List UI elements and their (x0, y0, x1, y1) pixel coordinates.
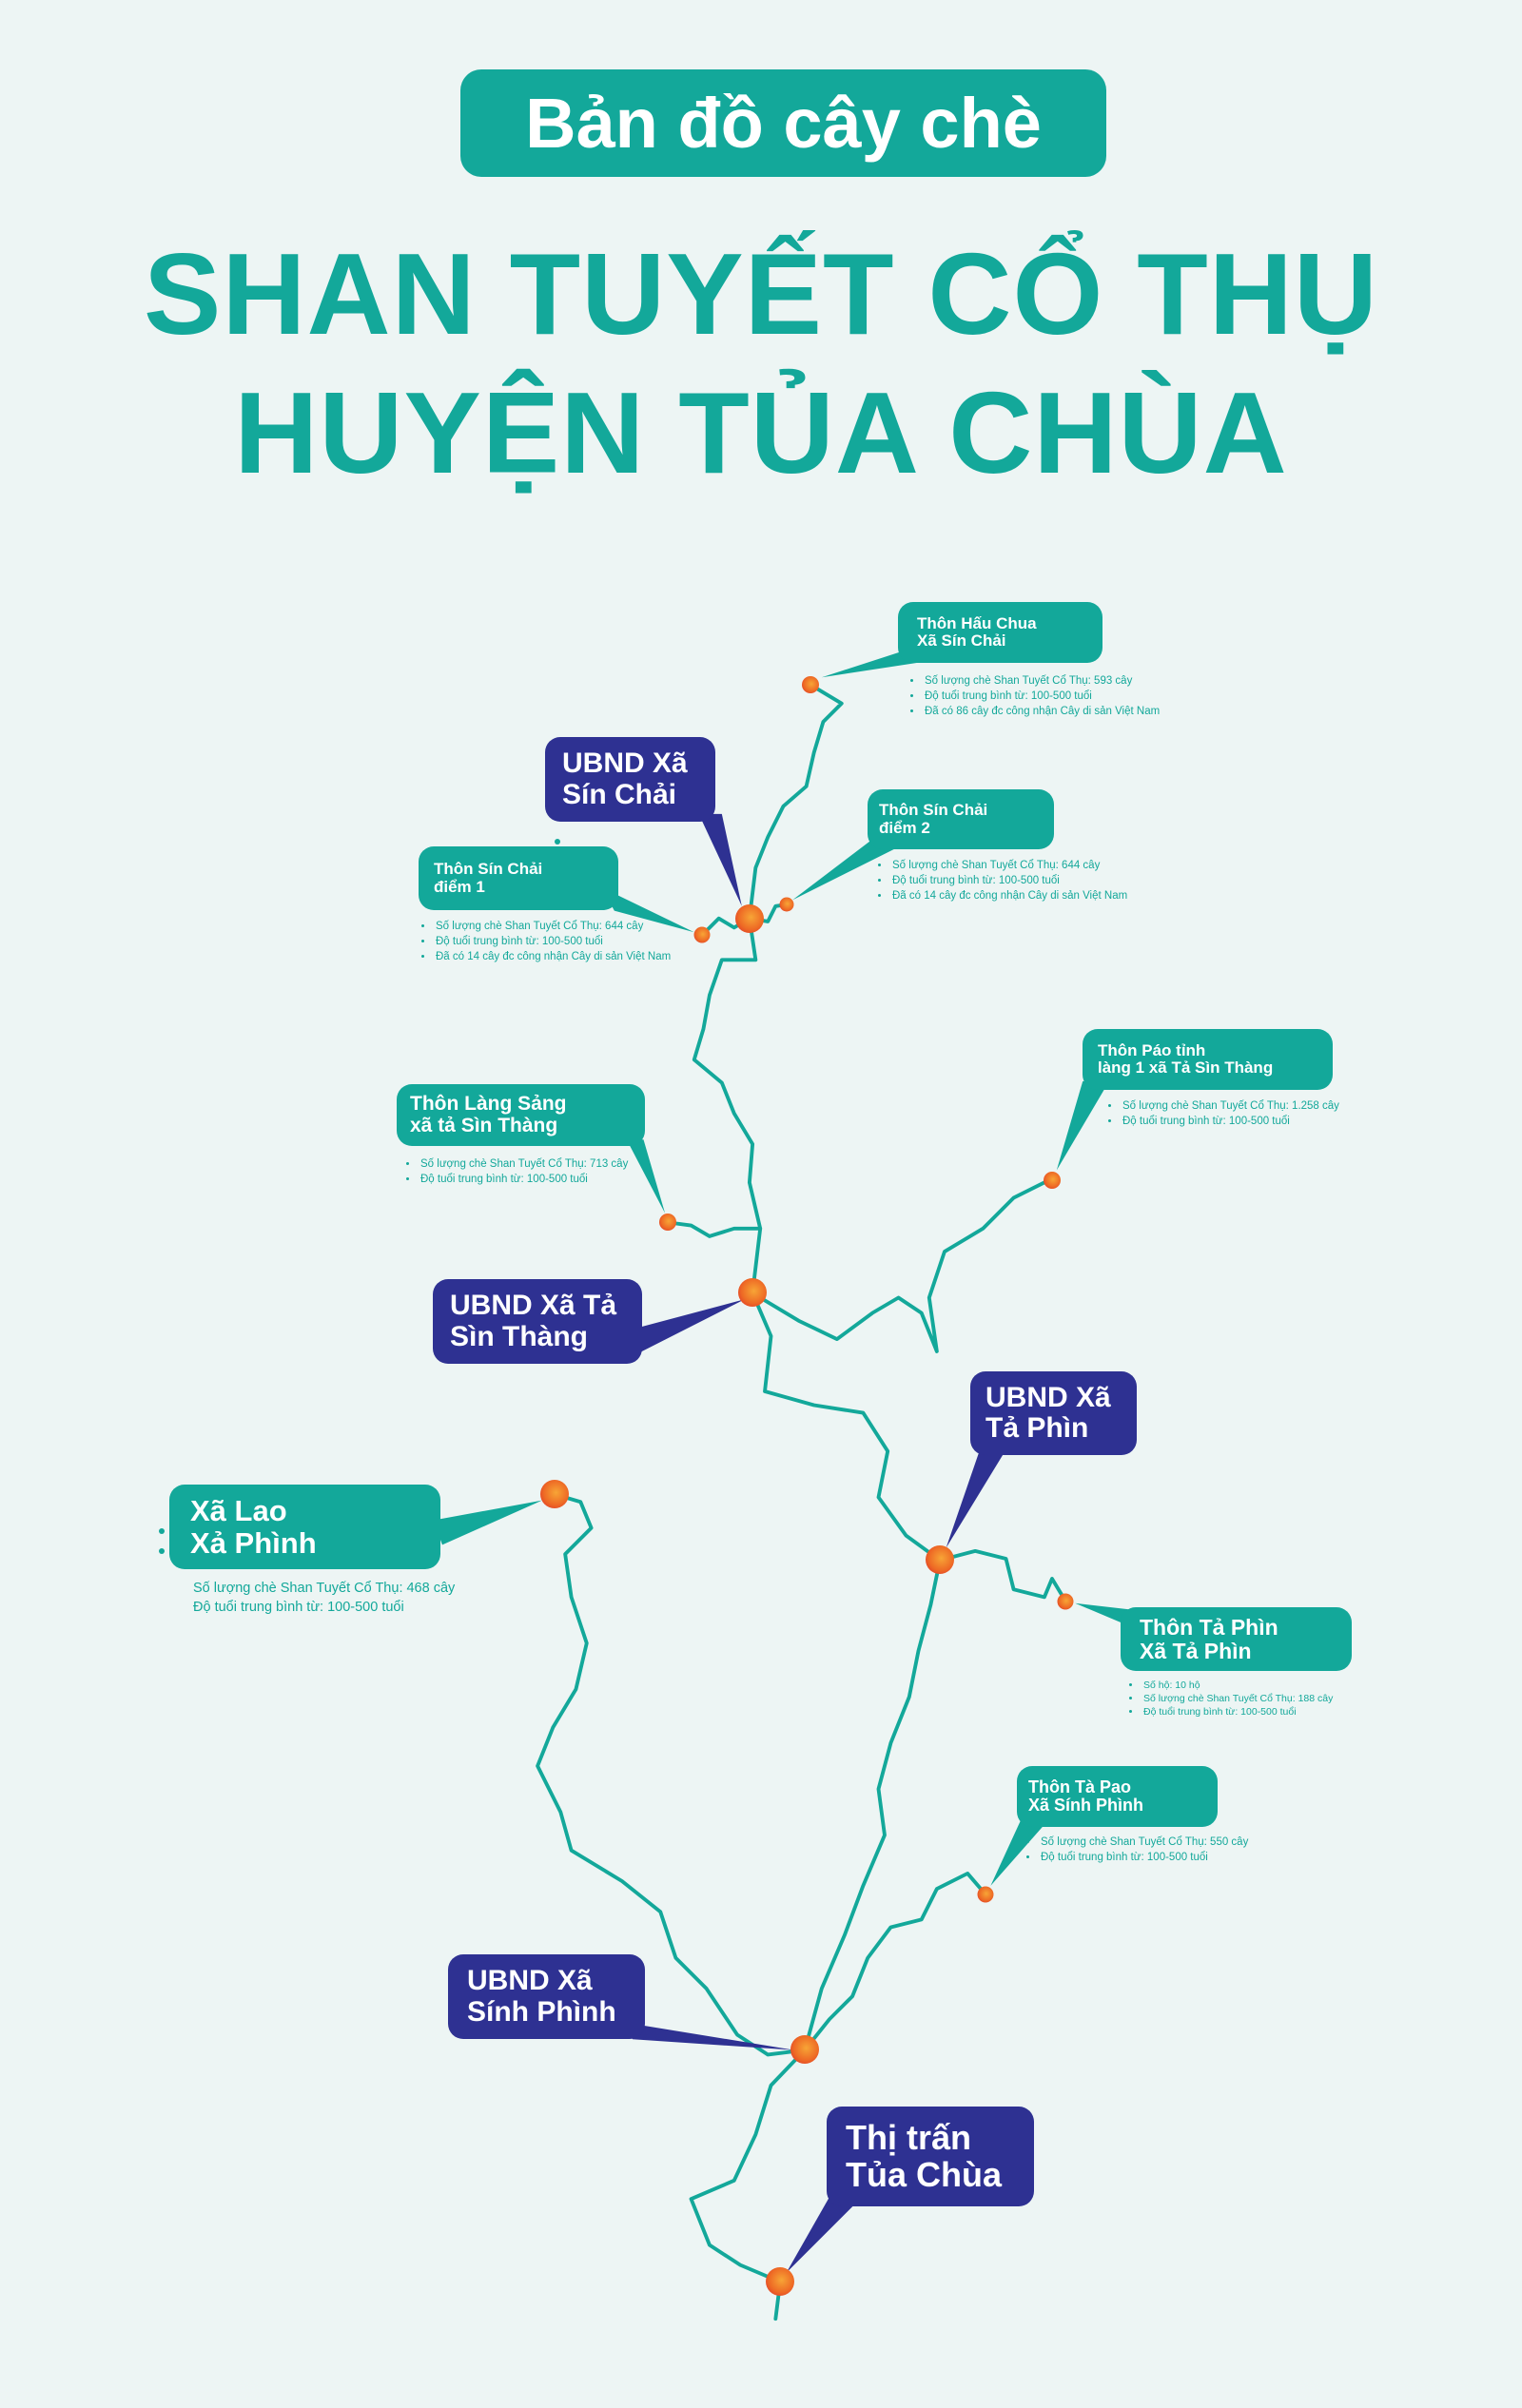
fact: Độ tuổi trung bình từ: 100-500 tuổi (1039, 1850, 1248, 1865)
facts-sin-chai-1: Số lượng chè Shan Tuyết Cổ Thụ: 644 cây … (419, 919, 671, 964)
fact: Độ tuổi trung bình từ: 100-500 tuổi (1121, 1114, 1339, 1129)
callout-title: UBND Xã (562, 748, 688, 780)
small-dot (555, 839, 560, 845)
marker-ubnd-ta-sin-thang[interactable] (738, 1278, 767, 1307)
fact: Số lượng chè Shan Tuyết Cổ Thụ: 468 cây (193, 1581, 456, 1596)
callout-title: Thôn Tả Phìn (1140, 1614, 1278, 1640)
fact: Độ tuổi trung bình từ: 100-500 tuổi (1142, 1705, 1333, 1719)
title-line-2: HUYỆN TỦA CHÙA (234, 368, 1288, 497)
marker-lao-xa-phinh[interactable] (540, 1480, 569, 1508)
title-line-1: SHAN TUYẾT CỔ THỤ (144, 229, 1378, 359)
callout-title: UBND Xã (467, 1965, 593, 1997)
fact: Đã có 14 cây đc công nhận Cây di sản Việ… (434, 949, 671, 964)
small-dot (159, 1548, 165, 1554)
fact: Số lượng chè Shan Tuyết Cổ Thụ: 1.258 câ… (1121, 1098, 1339, 1114)
callout-subtitle: Xã Sín Chải (917, 631, 1006, 650)
fact: Số lượng chè Shan Tuyết Cổ Thụ: 713 cây (419, 1156, 628, 1172)
facts-lao-xa-phinh: Số lượng chè Shan Tuyết Cổ Thụ: 468 cây … (193, 1579, 455, 1617)
facts-thon-ta-phin: Số hộ: 10 hộ Số lượng chè Shan Tuyết Cổ … (1126, 1679, 1333, 1719)
facts-hau-chua: Số lượng chè Shan Tuyết Cổ Thụ: 593 cây … (907, 673, 1160, 719)
map-subtitle-pill: Bản đồ cây chè (460, 69, 1106, 177)
marker-ubnd-ta-phin[interactable] (926, 1545, 954, 1574)
callout-subtitle: Xã Sính Phình (1028, 1796, 1144, 1815)
fact: Số lượng chè Shan Tuyết Cổ Thụ: 550 cây (1039, 1835, 1248, 1850)
fact: Độ tuổi trung bình từ: 100-500 tuổi (890, 873, 1127, 888)
marker-tua-chua[interactable] (766, 2267, 794, 2296)
fact: Số lượng chè Shan Tuyết Cổ Thụ: 593 cây (923, 673, 1160, 689)
river-branch-pao-tinh (751, 1178, 1054, 1353)
fact: Số hộ: 10 hộ (1142, 1679, 1333, 1692)
callout-subtitle: xã tả Sìn Thàng (410, 1114, 558, 1136)
fact: Đã có 86 cây đc công nhận Cây di sản Việ… (923, 704, 1160, 719)
fact: Độ tuổi trung bình từ: 100-500 tuổi (434, 934, 671, 949)
callout-title: Thị trấn (846, 2117, 971, 2157)
callout-subtitle: điểm 1 (434, 877, 485, 896)
marker-ta-pao[interactable] (977, 1886, 994, 1903)
callout-title: UBND Xã Tả (450, 1290, 617, 1322)
callout-title: Thôn Sín Chải (434, 860, 543, 879)
callout-title: Thôn Làng Sảng (410, 1092, 567, 1115)
river-branch-ta-pao (803, 1871, 988, 2052)
marker-lang-sang[interactable] (659, 1214, 676, 1231)
callout-subtitle: điểm 2 (879, 818, 930, 837)
marker-ubnd-sinh-phinh[interactable] (790, 2035, 819, 2064)
callout-subtitle: Tủa Chùa (846, 2154, 1003, 2194)
fact: Độ tuổi trung bình từ: 100-500 tuổi (923, 689, 1160, 704)
facts-sin-chai-2: Số lượng chè Shan Tuyết Cổ Thụ: 644 cây … (875, 858, 1127, 903)
marker-sin-chai-1[interactable] (693, 926, 711, 943)
fact: Số lượng chè Shan Tuyết Cổ Thụ: 644 cây (890, 858, 1127, 873)
callout-subtitle: Xả Phình (190, 1525, 317, 1560)
callout-title: Xã Lao (190, 1494, 287, 1528)
subtitle-text: Bản đồ cây chè (525, 84, 1042, 163)
marker-pao-tinh[interactable] (1044, 1172, 1061, 1189)
river-branch-lao-xa-phinh (536, 1492, 807, 2057)
marker-sin-chai-2[interactable] (779, 897, 794, 912)
callout-subtitle: Sính Phình (467, 1995, 616, 2028)
river-branch-thon-ta-phin (938, 1548, 1068, 1604)
marker-hau-chua[interactable] (802, 676, 819, 693)
facts-lang-sang: Số lượng chè Shan Tuyết Cổ Thụ: 713 cây … (403, 1156, 628, 1187)
callout-title: Thôn Hấu Chua (917, 613, 1037, 632)
small-dot (159, 1528, 165, 1534)
fact: Đã có 14 cây đc công nhận Cây di sản Việ… (890, 888, 1127, 903)
facts-pao-tinh: Số lượng chè Shan Tuyết Cổ Thụ: 1.258 câ… (1105, 1098, 1339, 1129)
fact: Số lượng chè Shan Tuyết Cổ Thụ: 644 cây (434, 919, 671, 934)
callout-subtitle: Sìn Thàng (450, 1320, 588, 1352)
callout-subtitle: Sín Chải (562, 778, 677, 810)
facts-ta-pao: Số lượng chè Shan Tuyết Cổ Thụ: 550 cây … (1024, 1835, 1248, 1865)
callout-title: UBND Xã (985, 1381, 1111, 1413)
river-branch-lang-sang (666, 1220, 763, 1238)
callout-title: Thôn Tà Pao (1028, 1777, 1131, 1796)
marker-thon-ta-phin[interactable] (1057, 1593, 1074, 1610)
callout-subtitle: làng 1 xã Tả Sìn Thàng (1098, 1058, 1274, 1077)
callout-subtitle: Tả Phìn (985, 1412, 1089, 1444)
fact: Số lượng chè Shan Tuyết Cổ Thụ: 188 cây (1142, 1692, 1333, 1705)
marker-ubnd-sin-chai[interactable] (735, 904, 764, 933)
callout-title: Thôn Páo tỉnh (1098, 1040, 1206, 1059)
fact: Độ tuổi trung bình từ: 100-500 tuổi (419, 1172, 628, 1187)
fact: Độ tuổi trung bình từ: 100-500 tuổi (193, 1600, 404, 1615)
callout-title: Thôn Sín Chải (879, 801, 988, 820)
river-main (689, 683, 943, 2321)
callout-subtitle: Xã Tả Phìn (1140, 1638, 1252, 1663)
